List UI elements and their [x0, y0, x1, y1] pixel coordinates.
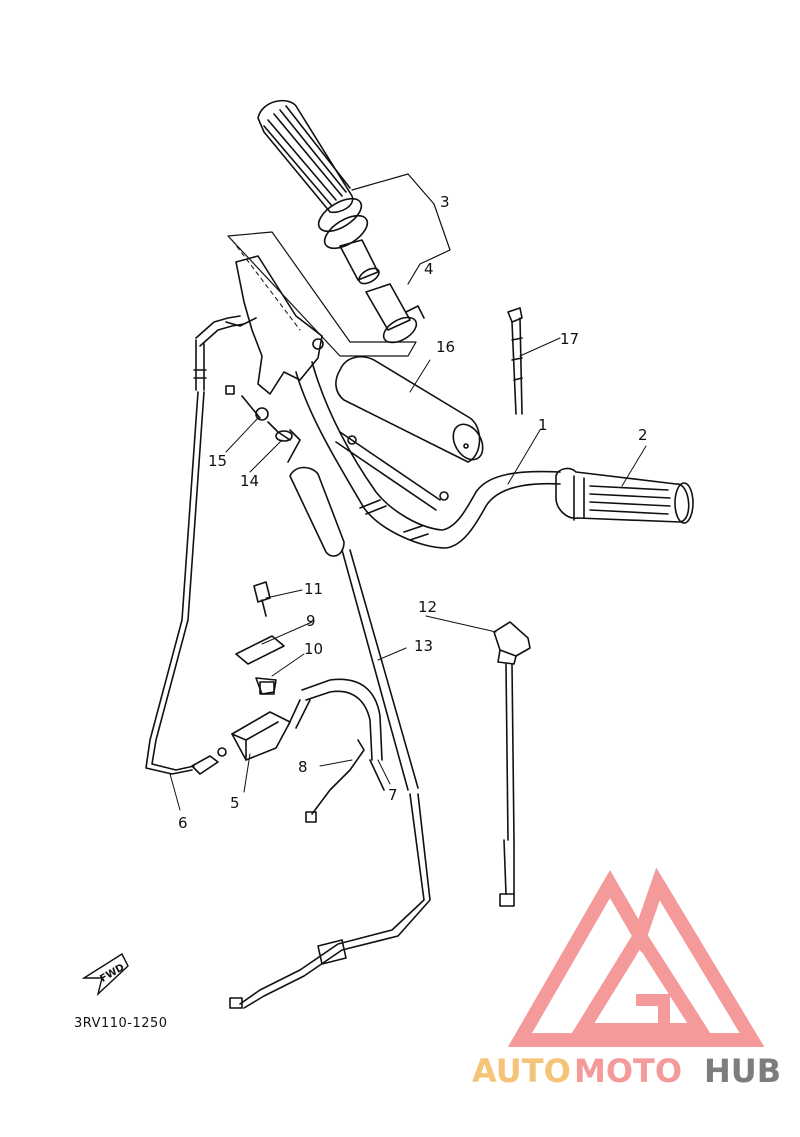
callout-7: 7: [388, 786, 398, 804]
callout-3: 3: [440, 193, 450, 211]
throttle-tube: [339, 239, 425, 344]
doc-code: 3RV110-1250: [74, 1016, 168, 1031]
callout-4: 4: [424, 260, 434, 278]
handlebar: [295, 361, 561, 549]
callout-5: 5: [230, 794, 240, 812]
lever-bracket: [493, 621, 531, 907]
callout-2: 2: [638, 426, 648, 444]
callout-16: 16: [436, 338, 455, 356]
callout-12: 12: [418, 598, 437, 616]
left-grip: [257, 99, 369, 250]
watermark-auto: AUTO: [472, 1052, 571, 1090]
watermark-moto: MOTO: [574, 1052, 682, 1090]
handlebar-pad: [335, 356, 484, 463]
callout-8: 8: [298, 758, 308, 776]
callout-leaders: [169, 337, 647, 811]
watermark-logo-icon: [507, 867, 765, 1047]
throttle-cable: [145, 315, 245, 775]
watermark-text: AUTO MOTO HUB: [472, 1052, 781, 1090]
callout-15: 15: [208, 452, 227, 470]
cable-tie: [507, 307, 523, 415]
cable-assembly: [229, 429, 431, 1009]
callout-6: 6: [178, 814, 188, 832]
callout-1: 1: [538, 416, 548, 434]
callout-13: 13: [414, 637, 433, 655]
throttle-housing: [225, 255, 324, 395]
watermark-hub: HUB: [704, 1052, 781, 1090]
callout-11: 11: [304, 580, 323, 598]
callout-9: 9: [306, 612, 316, 630]
callout-14: 14: [240, 472, 259, 490]
fwd-arrow-icon: FWD: [81, 952, 129, 997]
switch-assembly: [231, 678, 385, 823]
callout-10: 10: [304, 640, 323, 658]
right-grip: [555, 467, 694, 524]
small-hardware: [225, 385, 293, 695]
callout-17: 17: [560, 330, 579, 348]
